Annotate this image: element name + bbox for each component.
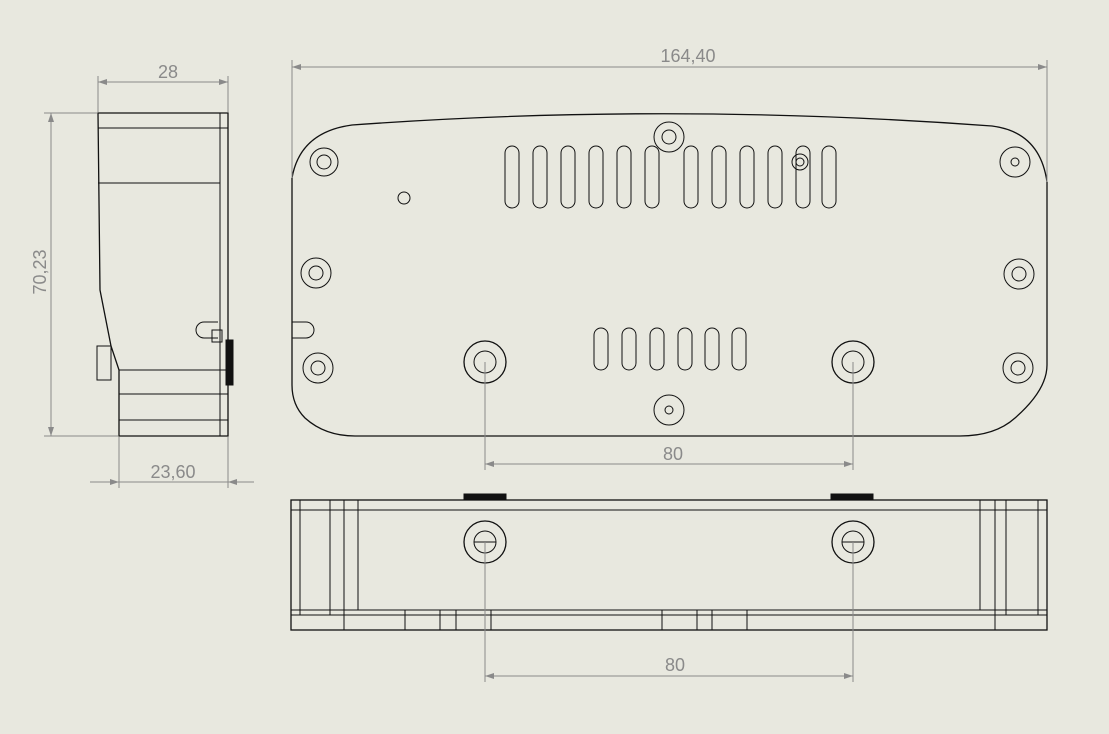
dimension-left-height: 70,23 [30, 112, 118, 437]
dimension-label-front-hole-spacing: 80 [663, 444, 683, 464]
foot [711, 609, 748, 631]
side-view [96, 112, 234, 437]
top-clip [830, 493, 874, 501]
dimension-overall-width: 164,40 [291, 46, 1048, 182]
side-knob [96, 345, 112, 381]
top-clip [463, 493, 507, 501]
screw-hole [653, 394, 685, 426]
screw-hole [653, 121, 685, 153]
dimension-top-width: 28 [97, 62, 229, 112]
dimension-label-bottom-width: 23,60 [150, 462, 195, 482]
foot [404, 609, 441, 631]
foot [661, 609, 698, 631]
foot [455, 609, 492, 631]
dimension-bottom-width: 23,60 [90, 437, 254, 488]
screw-hole [300, 257, 332, 289]
screw-hole [1003, 258, 1035, 290]
screw-hole [999, 146, 1031, 178]
screw-hole [309, 147, 339, 177]
dimension-label-overall-width: 164,40 [660, 46, 715, 66]
screw-hole [302, 352, 334, 384]
screw-hole [1002, 352, 1034, 384]
dimension-label-top-width: 28 [158, 62, 178, 82]
dimension-bottom-hole-spacing: 80 [484, 542, 854, 682]
side-connector [225, 339, 234, 386]
front-view [291, 113, 1048, 437]
dimension-label-bottom-hole-spacing: 80 [665, 655, 685, 675]
lower-vent-slots [593, 327, 747, 371]
upper-vent-slots [504, 145, 837, 209]
side-view-outline [97, 112, 229, 437]
dimension-front-hole-spacing: 80 [484, 362, 854, 470]
front-view-outline [291, 113, 1048, 437]
bottom-view [290, 493, 1048, 631]
dimension-label-left-height: 70,23 [30, 249, 50, 294]
small-hole [397, 191, 411, 205]
